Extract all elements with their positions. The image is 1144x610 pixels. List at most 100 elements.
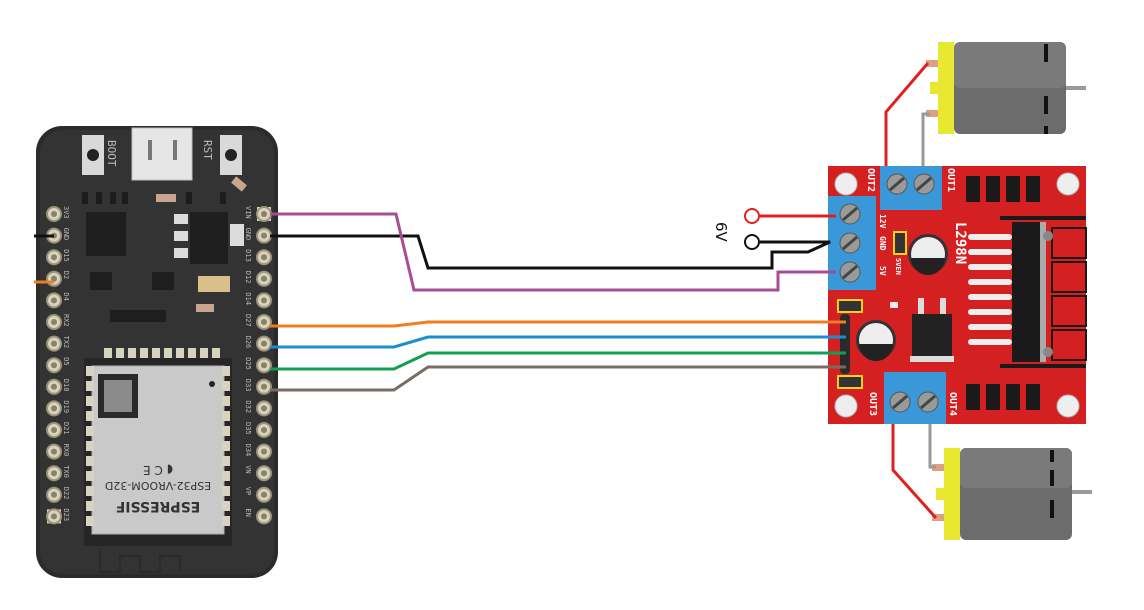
motor-b: [932, 448, 1092, 540]
esp32-left-pin[interactable]: D23: [46, 508, 70, 525]
esp32-left-pin[interactable]: RX2: [46, 314, 70, 330]
power-label-5v: 5V: [878, 266, 887, 276]
esp32-right-pin[interactable]: D27: [244, 314, 272, 330]
esp32-pin-label: VN: [244, 465, 252, 473]
esp32-left-pin[interactable]: D15: [46, 249, 70, 266]
module-pad: [222, 471, 230, 481]
module-pad: [86, 441, 94, 451]
module-brand-label: ESPRESSIF: [116, 498, 201, 514]
chip-leg: [968, 309, 1012, 315]
module-pad: [86, 396, 94, 406]
esp32-pin-label: D34: [244, 444, 252, 457]
esp32-pin-label: D33: [244, 379, 252, 392]
esp32-right-pin[interactable]: D25: [244, 357, 272, 374]
esp32-left-pin[interactable]: TX2: [46, 335, 70, 352]
5ven-jumper: [893, 231, 907, 255]
l298n-regulator: [912, 314, 952, 358]
esp32-left-pin[interactable]: 3V3: [46, 206, 70, 222]
chip-leg: [968, 294, 1012, 300]
esp32-pin-label: EN: [244, 508, 252, 516]
diode-array-bottom: [966, 384, 1040, 410]
esp32-pin-label: D13: [244, 249, 252, 262]
module-pad: [222, 411, 230, 421]
esp32-pin-label: D35: [244, 422, 252, 435]
chip-leg: [968, 234, 1012, 240]
ena-jumper: [837, 299, 863, 313]
module-model-label: ESP32-VROOM-32D: [105, 479, 211, 492]
wire-d25-in3: [270, 351, 846, 371]
module-pad: [222, 486, 230, 496]
module-pad: [222, 366, 230, 376]
esp32-pin-label: D27: [244, 314, 252, 327]
esp32-pin-label: RX0: [62, 444, 70, 457]
chip-label: L298N: [952, 222, 968, 264]
module-pad: [222, 426, 230, 436]
esp32-pin-label: D18: [62, 379, 70, 392]
esp32-left-pin[interactable]: D2: [46, 270, 70, 287]
esp32-right-pin[interactable]: VP: [244, 486, 272, 503]
esp32-right-pin[interactable]: D32: [244, 400, 272, 417]
esp32-pin-label: D15: [62, 249, 70, 262]
esp32-left-pin[interactable]: D22: [46, 486, 70, 503]
usb-port: [131, 127, 193, 181]
esp32-pin-label: D21: [62, 422, 70, 435]
esp32-pin-label: D4: [62, 292, 70, 300]
terminal-out3-out4: [884, 372, 946, 424]
module-pad: [86, 501, 94, 511]
esp32-left-pin[interactable]: D21: [46, 422, 70, 438]
esp32-pin-label: D25: [244, 357, 252, 370]
motor-a-wire-gray: [921, 112, 930, 166]
esp32-board: BOOT RST E: [36, 126, 278, 578]
power-label-12v: 12V: [878, 214, 887, 229]
wire-d26-in2: [270, 335, 846, 349]
wire-d27-in1: [270, 320, 846, 328]
esp32-pin-label: TX0: [62, 465, 70, 478]
esp32-right-pin[interactable]: D35: [244, 422, 272, 438]
module-pad: [86, 426, 94, 436]
esp32-pin-label: GND: [244, 228, 252, 241]
esp32-left-pin[interactable]: D19: [46, 400, 70, 417]
module-header-pads: [104, 348, 220, 358]
esp32-right-pin[interactable]: D13: [244, 249, 272, 266]
esp32-pin-label: 3V3: [62, 206, 70, 219]
psu-positive-terminal: [744, 208, 760, 224]
terminal-out1-out2: [880, 166, 942, 210]
esp32-pin-label: GND: [62, 228, 70, 241]
module-pad: [222, 441, 230, 451]
chip-leg: [968, 324, 1012, 330]
module-pad: [222, 396, 230, 406]
esp32-right-pin[interactable]: D33: [244, 378, 272, 395]
diode-array-top: [966, 176, 1040, 202]
psu-negative-wire: [270, 234, 831, 270]
esp32-left-pin[interactable]: TX0: [46, 465, 70, 482]
module-pad: [86, 366, 94, 376]
module-pad: [86, 486, 94, 496]
rst-button: RST: [201, 135, 242, 175]
motor-b-wire-gray: [928, 424, 936, 469]
esp32-pin-label: D23: [62, 508, 70, 521]
esp32-right-pin[interactable]: D12: [244, 270, 272, 287]
boot-button: BOOT: [82, 135, 118, 175]
module-pad: [86, 381, 94, 391]
esp32-pin-label: D19: [62, 400, 70, 413]
esp32-left-pin[interactable]: D18: [46, 378, 70, 395]
esp32-right-pin[interactable]: D26: [244, 335, 272, 352]
esp32-right-pin[interactable]: VN: [244, 465, 272, 482]
motor-a: [926, 42, 1086, 134]
module-pad: [222, 501, 230, 511]
esp32-right-pin[interactable]: D34: [244, 443, 272, 460]
esp32-left-pin[interactable]: RX0: [46, 443, 70, 460]
power-terminal: [828, 196, 876, 290]
wire-d33-in4: [270, 365, 846, 392]
esp32-right-pin[interactable]: EN: [244, 508, 272, 525]
chip-leg: [968, 264, 1012, 270]
esp32-left-pin[interactable]: D5: [46, 357, 70, 374]
esp32-left-pin[interactable]: D4: [46, 292, 70, 309]
esp32-right-pin[interactable]: D14: [244, 292, 272, 309]
input-header: [840, 314, 850, 374]
esp32-pin-label: RX2: [62, 314, 70, 327]
l298n-board: OUT2 OUT1 12V GND 5V 5VEN L298N: [828, 166, 1087, 424]
esp32-pin-label: D14: [244, 292, 252, 305]
esp32-pin-label: TX2: [62, 336, 70, 349]
